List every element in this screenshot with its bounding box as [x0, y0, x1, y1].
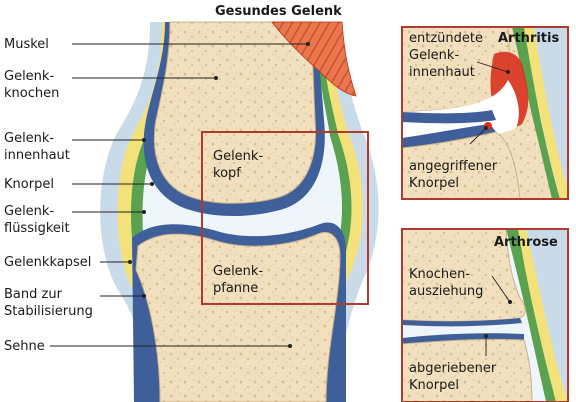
label-gelenkkopf-2: kopf [213, 166, 241, 181]
arthritis-label-bottom-1: angegriffener [409, 159, 498, 174]
lower-bone [135, 232, 341, 402]
label-gelenkfluessigkeit-1: Gelenk- [4, 204, 54, 219]
leader-lines [50, 42, 310, 348]
label-gelenkpfanne-1: Gelenk- [213, 264, 263, 279]
arthritis-label-top-2: Gelenk- [409, 48, 459, 63]
label-gelenkpfanne-2: pfanne [213, 281, 258, 296]
label-muskel: Muskel [4, 37, 49, 52]
label-knorpel: Knorpel [4, 177, 54, 192]
arthritis-label-bottom-2: Knorpel [409, 176, 459, 191]
arthrose-label-top-2: ausziehung [409, 284, 483, 299]
label-sehne: Sehne [4, 339, 45, 354]
label-gelenkknochen-2: knochen [4, 86, 59, 101]
label-gelenkkopf-1: Gelenk- [213, 149, 263, 164]
arthritis-title: Arthritis [498, 31, 559, 46]
arthritis-label-top-3: innenhaut [409, 65, 475, 80]
label-gelenkinnenhaut-2: innenhaut [4, 148, 70, 163]
label-band-2: Stabilisierung [4, 304, 93, 319]
arthrose-label-top-1: Knochen- [409, 267, 470, 282]
arthritis-inset: Arthritis entzündete Gelenk- innenhaut a… [401, 26, 569, 200]
label-gelenkfluessigkeit-2: flüssigkeit [4, 221, 70, 236]
arthrose-label-bottom-2: Knorpel [409, 378, 459, 393]
diagram-title: Gesundes Gelenk [215, 4, 342, 19]
label-gelenkknochen-1: Gelenk- [4, 69, 54, 84]
main-joint [100, 21, 379, 402]
arthrose-title: Arthrose [494, 235, 558, 250]
arthritis-label-top-1: entzündete [409, 31, 483, 46]
label-band-1: Band zur [4, 287, 63, 302]
arthrose-inset: Arthrose Knochen- ausziehung abgeriebene… [401, 228, 569, 402]
label-gelenkinnenhaut-1: Gelenk- [4, 131, 54, 146]
label-gelenkkapsel: Gelenkkapsel [4, 255, 91, 270]
upper-bone [153, 21, 316, 204]
arthrose-label-bottom-1: abgeriebener [409, 361, 497, 376]
muscle [271, 21, 357, 97]
detail-frame [201, 131, 369, 305]
